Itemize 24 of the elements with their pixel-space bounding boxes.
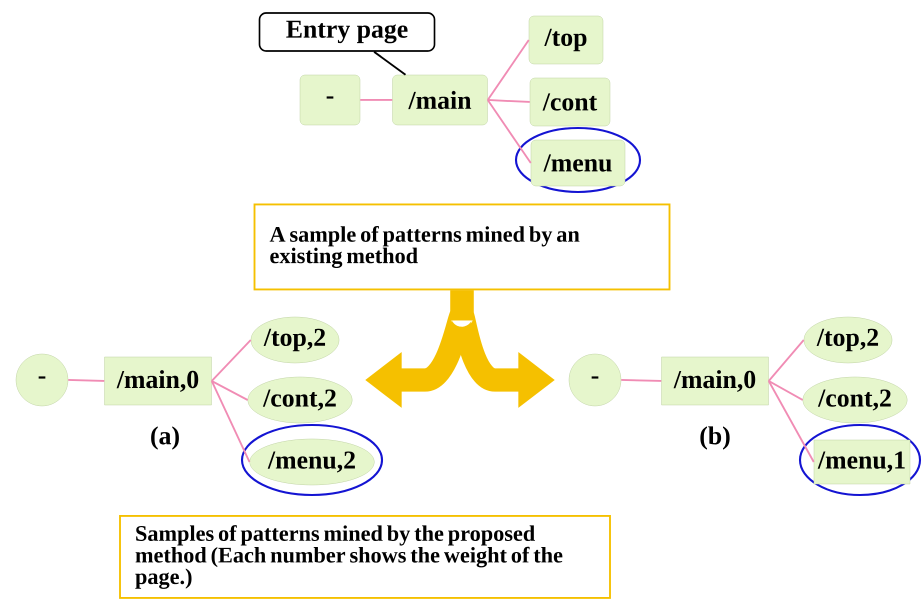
page-box: /main	[392, 74, 488, 126]
panel-label: (a)	[151, 426, 179, 450]
tree-edge	[488, 99, 530, 103]
tree-edge	[211, 339, 252, 382]
tree-edge	[68, 379, 104, 382]
callout-box: Entry page	[258, 12, 436, 52]
tree-edge	[768, 380, 815, 462]
tree-edge	[768, 380, 804, 401]
page-box: /main,0	[661, 356, 769, 406]
page-box: /top	[528, 16, 604, 64]
tree-edge	[768, 339, 804, 382]
note-box: Samples of patterns mined by the proposed method (Each number shows the weight of the page.)	[119, 515, 611, 599]
tree-edge	[486, 39, 530, 101]
page-box: /menu,1	[814, 440, 910, 484]
tree-edge	[211, 380, 248, 401]
panel-label: (b)	[700, 426, 730, 450]
tree-edge	[360, 99, 392, 101]
page-box: /cont	[530, 78, 610, 126]
note-box: A sample of patterns mined by an existing method	[254, 204, 670, 290]
page-box: /main,0	[104, 356, 212, 406]
tree-edge	[486, 99, 532, 164]
page-box: /menu	[530, 140, 626, 186]
tree-edge	[621, 379, 662, 382]
page-box: -	[300, 74, 360, 126]
